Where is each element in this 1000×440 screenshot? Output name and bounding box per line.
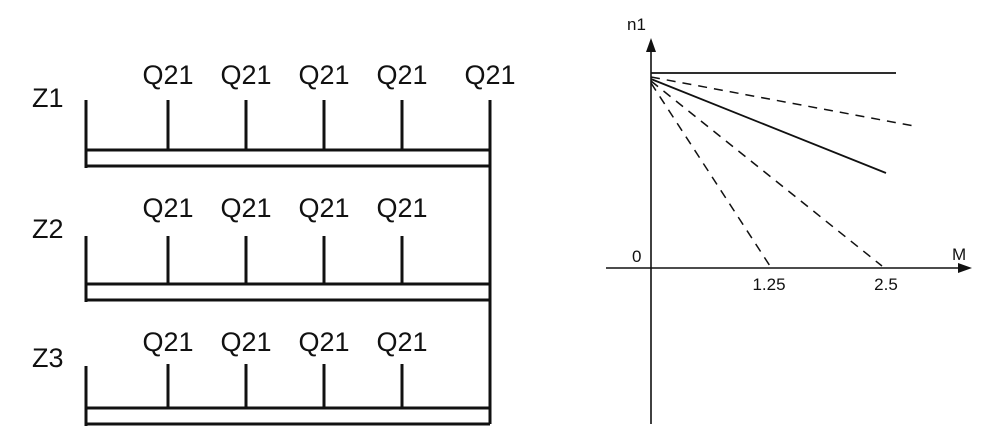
group-z1: Z1 Q21 Q21 Q21 Q21 Q21: [32, 60, 516, 424]
switch-label: Q21: [376, 60, 427, 90]
switch-label: Q21: [298, 327, 349, 357]
switch-label: Q21: [464, 60, 515, 90]
switch-label: Q21: [142, 60, 193, 90]
y-axis-arrowhead: [646, 38, 656, 52]
switch-label: Q21: [142, 327, 193, 357]
switch-label: Q21: [376, 193, 427, 223]
switch-label: Q21: [220, 327, 271, 357]
group-z2: Z2 Q21 Q21 Q21 Q21: [32, 193, 490, 302]
busbar-schematic: Z1 Q21 Q21 Q21 Q21 Q21 Z2 Q21: [32, 60, 516, 426]
speed-torque-graph: n1 M 0 1.25 2.5: [606, 15, 972, 424]
group-z3: Z3 Q21 Q21 Q21 Q21: [32, 327, 490, 426]
x-axis-arrowhead: [958, 263, 972, 273]
switch-label: Q21: [142, 193, 193, 223]
x-tick-label: 1.25: [752, 275, 785, 294]
group-label-z3: Z3: [32, 343, 64, 373]
switch-label: Q21: [220, 60, 271, 90]
characteristic-line: [650, 82, 771, 267]
x-axis-label: M: [952, 245, 966, 264]
origin-label: 0: [632, 247, 641, 266]
x-tick-label: 2.5: [874, 275, 898, 294]
switch-label: Q21: [376, 327, 427, 357]
switch-label: Q21: [220, 193, 271, 223]
characteristic-line: [650, 76, 915, 127]
group-label-z1: Z1: [32, 83, 64, 113]
switch-label: Q21: [298, 60, 349, 90]
group-label-z2: Z2: [32, 214, 64, 244]
switch-label: Q21: [298, 193, 349, 223]
characteristic-line: [650, 80, 883, 267]
y-axis-label: n1: [627, 15, 646, 34]
characteristic-line: [650, 78, 887, 174]
